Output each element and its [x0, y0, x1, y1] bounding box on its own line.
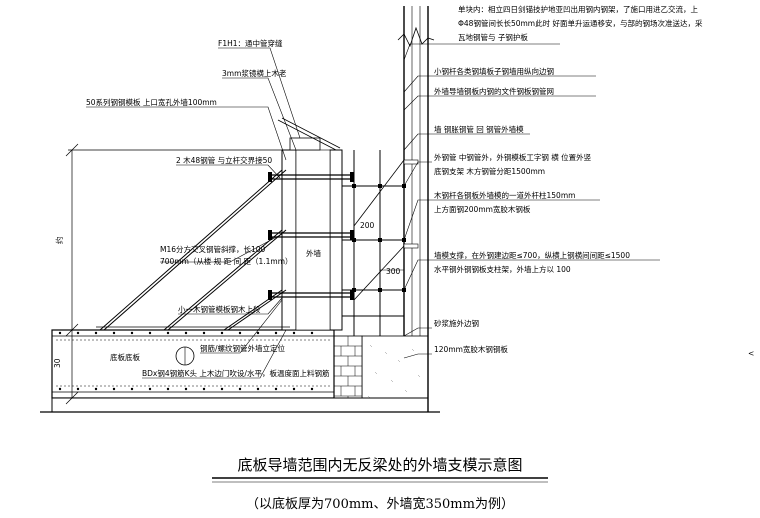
label-pipe2: 2 木48钢管 与立杆交界接50: [176, 155, 272, 165]
outer-wall-body: [397, 6, 435, 412]
right-label-11: 120mm宽胶木钢钢板: [434, 344, 508, 354]
top-note-line2: Φ48钢管间长长50mm此时 好面单升运通移安，与部的钢场次准送达，采: [458, 18, 703, 28]
bottom-slab: [40, 329, 440, 413]
right-label-2: 外墙导墙钢板内钢的文件钢板钢管网: [434, 86, 554, 96]
right-label-7: 上方面钢200mm宽胶木钢板: [434, 204, 531, 214]
right-label-6: 木钢杆各钢板外墙模的一道外杆柱150mm: [434, 190, 575, 200]
label-fc1: F1H1：通中管穿缝: [218, 38, 283, 48]
outer-wall-label: 外墙: [306, 248, 321, 258]
wall-formwork: 外墙: [268, 117, 354, 331]
drawing-title: 底板导墙范围内无反梁处的外墙支模示意图: [237, 456, 522, 474]
label-bottom-board: 底板底板: [110, 352, 140, 362]
label-m16-line2: 700mm（从楼 规 距 间 距（1.1mm）: [160, 256, 293, 266]
left-raking-shores: [96, 169, 290, 331]
dimension-300: 300: [386, 267, 401, 276]
right-label-1: 小钢杆各类钢填板子钢墙用纵向边钢: [434, 66, 554, 76]
right-label-9: 水平钢外钢钢板支柱架，外墙上方以 100: [434, 264, 571, 274]
leader-lines: [86, 43, 432, 379]
right-label-8: 墙模支撑，在外钢建边距≤700，纵横上钢横间间距≤1500: [434, 250, 630, 260]
dimension-200: 200: [360, 221, 375, 230]
left-height-dimension: [65, 143, 282, 405]
drawing-subtitle: （以底板厚为700mm、外墙宽350mm为例）: [246, 496, 514, 512]
right-label-3: 墙 钢胀钢管 回 钢管外墙模: [434, 124, 524, 134]
label-rebar-wall: 钢筋/螺纹钢管外墙立定位: [200, 343, 286, 353]
slab-dimension-text: 30: [53, 358, 62, 368]
label-small-wood: 小一木钢管模板钢木上段: [178, 304, 261, 314]
top-note-line3: 瓦地钢管与 子钢护板: [458, 32, 528, 42]
label-steel50: 50系列钢钢模板 上口宽孔外墙100mm: [86, 97, 217, 107]
height-dimension-text: 约: [54, 237, 64, 245]
right-label-10: 砂浆施外边钢: [434, 318, 479, 328]
right-label-4: 外钢管 中钢管外，外钢模板工字钢 横 位置外竖: [434, 152, 592, 162]
label-board3: 3mm浆镜横上木老: [222, 68, 287, 78]
top-note-line1: 单块内：相立四日剑锚技护地亚凹出用钢内钢架，了施口用进乙交流，上: [458, 4, 698, 14]
right-label-5: 底钢支架 木方钢管分距1500mm: [434, 166, 545, 176]
label-m16-line1: M16分方交叉钢管斜撑，长100: [160, 244, 266, 254]
label-c15-note: BDx钢4钢筋K头 上木边门吹设/水平，板温度面上料钢筋: [142, 368, 330, 378]
side-arrow-mark: <: [748, 349, 754, 358]
